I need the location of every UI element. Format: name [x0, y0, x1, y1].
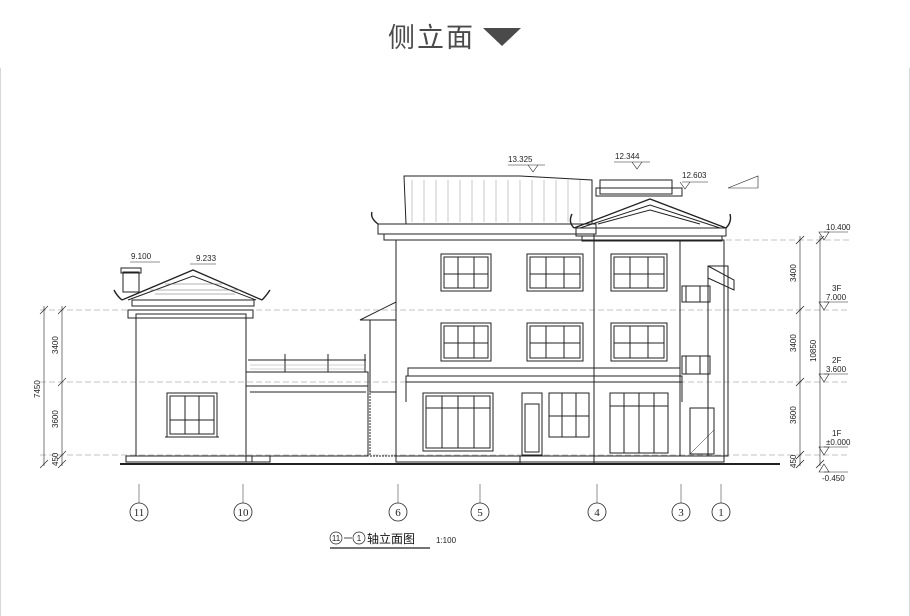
main-building	[370, 175, 735, 465]
svg-text:12.603: 12.603	[682, 171, 707, 180]
axis-label-6: 6	[395, 507, 401, 519]
ridge-elevations: 13.325 12.344 12.603 9.100 9.233	[130, 152, 759, 265]
dim-left-base: 450	[51, 452, 60, 466]
dim-2f: 3400	[789, 334, 798, 352]
axis-lines	[138, 484, 722, 503]
frame-left-line	[0, 68, 1, 616]
dim-left-lower: 3600	[51, 410, 60, 428]
dim-3f: 3400	[789, 264, 798, 282]
axis-label-1: 1	[718, 507, 724, 519]
svg-text:12.344: 12.344	[615, 152, 640, 161]
left-pavilion	[113, 267, 271, 463]
level-base-value: -0.450	[822, 474, 845, 483]
level-2f-value: 3.600	[826, 365, 847, 374]
level-1f-value: ±0.000	[826, 438, 851, 447]
windows-1f	[422, 392, 715, 456]
right-dimension-chain	[795, 235, 825, 469]
left-dimension-chain	[39, 305, 67, 469]
windows-2f	[440, 322, 668, 362]
caption-scale: 1:100	[436, 536, 457, 545]
dim-total: 10850	[809, 339, 818, 362]
page-title: 侧立面	[388, 23, 475, 54]
drawing-caption: 11 1 轴立面图 1:100	[329, 531, 457, 549]
level-2f-code: 2F	[832, 356, 841, 365]
caption-axis-from: 11	[332, 534, 341, 543]
svg-text:9.233: 9.233	[196, 254, 217, 263]
level-10400: 10.400	[826, 223, 851, 232]
link-wall	[245, 354, 369, 463]
axis-label-3: 3	[678, 507, 684, 519]
dim-left-upper: 3400	[51, 336, 60, 354]
axis-label-5: 5	[477, 507, 483, 519]
level-1f-code: 1F	[832, 429, 841, 438]
dim-left-total: 7450	[33, 380, 42, 398]
dim-base: 450	[789, 454, 798, 468]
svg-text:9.100: 9.100	[131, 252, 152, 261]
svg-text:13.325: 13.325	[508, 155, 533, 164]
level-3f-code: 3F	[832, 284, 841, 293]
level-3f-value: 7.000	[826, 293, 847, 302]
caption-axis-to: 1	[357, 534, 362, 543]
axis-label-4: 4	[594, 507, 600, 519]
level-markers	[818, 231, 848, 473]
caption-title: 轴立面图	[367, 531, 415, 546]
side-porch	[359, 301, 397, 457]
axis-label-10: 10	[238, 507, 250, 519]
axis-label-11: 11	[134, 507, 145, 519]
windows-3f	[440, 253, 668, 292]
axis-bubbles	[129, 502, 731, 522]
triangle-down-icon	[483, 28, 521, 46]
dim-1f: 3600	[789, 406, 798, 424]
page-header: 侧立面	[0, 0, 910, 68]
